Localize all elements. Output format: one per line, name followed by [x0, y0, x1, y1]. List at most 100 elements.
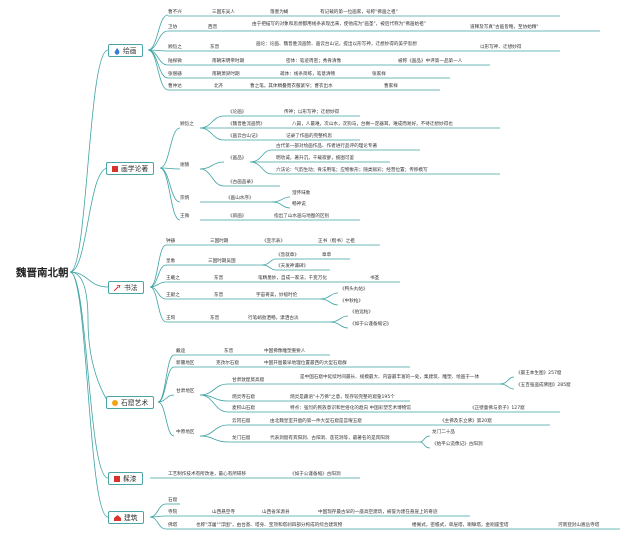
category-architecture[interactable]: 建筑 — [108, 511, 144, 524]
node-author: 顾恺之 — [180, 122, 194, 127]
node-site: 云冈石窟 — [232, 419, 251, 424]
category-label: 髹漆 — [123, 475, 137, 483]
flag-icon — [112, 166, 118, 172]
node-site: 甘肃敦煌莫高窟 — [232, 378, 265, 383]
node-era: 三国时期 — [210, 239, 229, 244]
category-label: 书法 — [124, 284, 138, 292]
node-feature: 笔精墨妙，自成一家法，千变万化 — [258, 276, 327, 281]
node-author: 谢赫 — [180, 163, 190, 168]
node-note: 章草 — [322, 253, 332, 258]
node-note: 也称"浮屠""浮图"，由台基、塔身、宝顶和塔刹四部分构成的综合建筑物 — [196, 523, 343, 528]
node-work: 《古画品录》 — [228, 180, 256, 185]
node-note: 特点：强烈的民族意识和世俗化的趋向 中国彩塑艺术博物馆 — [290, 406, 411, 411]
node-note: 中国佛像雕塑重要人 — [264, 349, 306, 354]
node-person: 戴逵 — [176, 349, 186, 354]
flag-icon — [114, 476, 120, 482]
node-note: 被称《画品》中评第一品第一人 — [398, 59, 463, 64]
node-site: 炳灵寺石窟 — [232, 395, 255, 400]
node-type: 石窟 — [168, 498, 178, 503]
node-work: 《伯远帖》 — [350, 310, 373, 315]
node-work: 《画云台山记》 — [228, 134, 261, 139]
house-icon — [114, 515, 121, 521]
node-note: 曹家样 — [384, 84, 398, 89]
node-note: 正书（楷书）之祖 — [318, 239, 355, 244]
node-type: 佛塔 — [168, 523, 178, 528]
node-painter: 陆探微 — [168, 59, 182, 64]
node-site: 麦积山石窟 — [232, 406, 255, 411]
node-work: 《如于公谨备缩记》 — [350, 322, 392, 327]
node-note: 是中国石窟中延续时间最长、规模最大、内容最丰富的一处，集建筑、雕塑、绘画于一体 — [300, 375, 480, 380]
node-calligrapher: 王献之 — [166, 293, 180, 298]
node-note: 由北魏皇室开凿的第一件大型石窟是昙曜五窟 — [270, 419, 362, 424]
node-era: 南朝宋明帝时期 — [212, 59, 245, 64]
node-region: 新疆地区 — [176, 361, 195, 366]
node-painter: 曹不兴 — [168, 10, 182, 15]
node-feature: 密体：笔迹周密；秀骨清像 — [286, 59, 342, 64]
node-example: 河南登封山嵩岳寺塔 — [558, 523, 600, 528]
node-author: 王微 — [180, 214, 190, 219]
node-work: 《天发神谶碑》 — [276, 264, 309, 269]
node-location: 山西省浑源县 — [262, 510, 290, 515]
category-calligraphy[interactable]: 书法 — [108, 281, 144, 294]
node-calligrapher: 王羲之 — [166, 276, 180, 281]
node-feature: 画论：论画、魏晋胜流画赞、画云台山记，提出以形写神，迁想妙得的美学思想 — [256, 42, 417, 47]
node-note: 六法论：气韵生动；骨法用笔；应物象形；随类赋彩；经营位置；传移模写 — [276, 168, 428, 173]
category-label: 绘画 — [123, 47, 137, 55]
node-era: 东晋 — [224, 349, 234, 354]
root-topic: 魏晋南北朝 — [16, 267, 69, 279]
node-work: 《画品》 — [228, 156, 247, 161]
node-work: 《叙画》 — [228, 214, 247, 219]
category-theory[interactable]: 画学论著 — [106, 162, 155, 175]
node-era: 西晋 — [208, 25, 218, 30]
node-note: 中国开凿最早地理位置最西的大型石窟群 — [264, 361, 347, 366]
node-era: 南朝萧梁时期 — [212, 72, 240, 77]
node-calligrapher: 王珣 — [166, 316, 176, 321]
node-era: 三国东吴人 — [212, 10, 235, 15]
node-work: 《鸭头丸帖》 — [340, 287, 368, 292]
category-label: 石窟艺术 — [121, 399, 149, 407]
node-painter: 张僧繇 — [168, 72, 182, 77]
node-work: 《五百强盗成佛图》285窟 — [516, 383, 571, 388]
node-site: 山西悬空寺 — [212, 510, 235, 515]
node-era: 东晋 — [214, 293, 224, 298]
node-work: 《中秋帖》 — [340, 299, 363, 304]
category-label: 画学论著 — [121, 165, 149, 173]
node-work: 《画山水序》 — [226, 196, 254, 201]
category-sculpture[interactable]: 石窟艺术 — [106, 396, 155, 409]
node-note: 中国现存最古早的一座高空建筑，被誉为建在悬崖上的奇迹 — [318, 510, 438, 515]
node-site: 龙门石窟 — [232, 436, 251, 441]
node-calligrapher: 钟繇 — [166, 239, 176, 244]
node-note: 代表洞窟有宾阳洞、古阳洞、莲花洞等，最著名的是宾阳洞 — [270, 436, 390, 441]
node-feature: 由于把描写的对象和思想都用线条表现出来，使他成为"画圣"，被后代称为"佛画始祖" — [252, 22, 426, 27]
node-note: 有记载的第一位画家，号称"佛画之祖" — [320, 10, 398, 15]
node-note: 澄怀味象 — [292, 191, 311, 196]
node-note: 以形写神、迁想妙得 — [480, 45, 522, 50]
node-type: 寺院 — [168, 510, 178, 515]
node-note: 书圣 — [370, 276, 380, 281]
node-era: 东晋 — [214, 276, 224, 281]
category-painting[interactable]: 绘画 — [108, 44, 143, 57]
flame-icon — [114, 47, 120, 55]
category-craft[interactable]: 髹漆 — [108, 472, 143, 485]
star-icon — [112, 400, 118, 406]
node-note: 道释及写真"古画皆略，至协始精" — [470, 25, 539, 30]
node-note: 明劝诫，著升沉，千载寂寥，披图可鉴 — [276, 156, 355, 161]
node-feature: 落墨为蝇 — [270, 10, 289, 15]
brush-icon — [114, 285, 121, 291]
node-feature: 行笔峭劲洒畅，潇洒古淡 — [248, 316, 299, 321]
node-note: 传神；以形写神；迁想妙得 — [284, 110, 340, 115]
node-painter: 曹仲达 — [168, 84, 182, 89]
node-work: 《急就章》 — [276, 253, 299, 258]
node-painter: 卫协 — [168, 25, 178, 30]
node-work: 《最王本生图》257窟 — [516, 371, 562, 376]
node-author: 宗炳 — [180, 196, 190, 201]
node-note: 工艺制作技术有所改进，最心有所研移 — [168, 472, 247, 477]
node-work: 《魏晋胜流画赞》 — [228, 122, 265, 127]
node-work: 《正壁童佛与弟子》127窟 — [470, 406, 525, 411]
node-feature: 曹之笔，其体稠叠而衣服紧窄；曹衣出水 — [250, 84, 333, 89]
node-painter: 顾恺之 — [168, 45, 182, 50]
node-region: 甘肃地区 — [176, 389, 195, 394]
node-note: 八篇，人最难，次山水，次狗马，台榭一定器耳，难成而易好，不待迁想妙得也 — [292, 122, 453, 127]
